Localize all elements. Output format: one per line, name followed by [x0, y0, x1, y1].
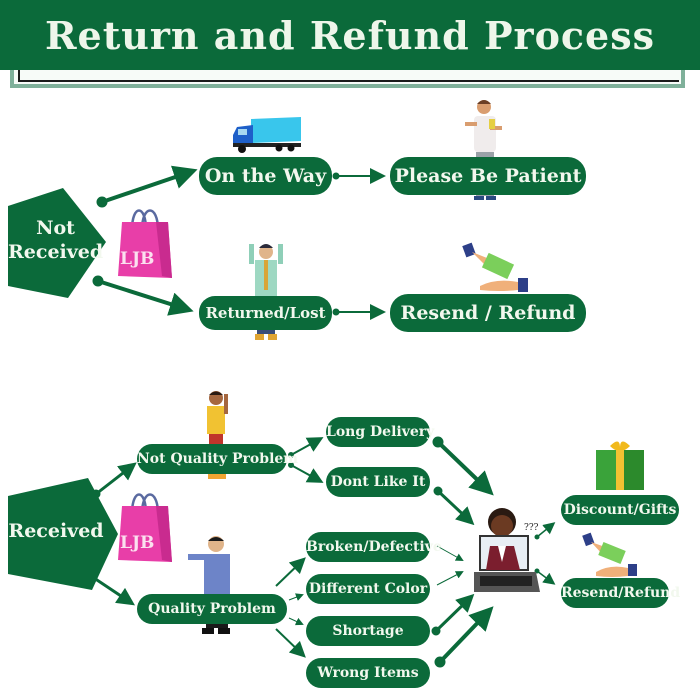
please-be-patient-node: Please Be Patient	[390, 157, 586, 195]
arrow-to-dont-like-it	[290, 464, 324, 483]
shopping-bag-icon: LJB	[118, 493, 172, 562]
dont-like-it-node: Dont Like It	[326, 467, 430, 497]
arrow-agent-to-discount	[536, 522, 556, 538]
arrow-long-delivery-to-agent	[436, 440, 494, 496]
arrow-shortage-to-agent	[434, 593, 475, 633]
arrow-to-long-delivery	[290, 437, 324, 456]
received-node-shape	[8, 478, 118, 590]
broken-defective-node: Broken/Defective	[306, 532, 442, 562]
truck-icon	[233, 117, 301, 153]
arrow-to-wrong-items	[275, 628, 306, 658]
arrow-color-to-agent	[436, 571, 464, 586]
arrow-dont-like-to-agent	[436, 489, 475, 526]
arrow-to-quality	[90, 574, 135, 606]
arrow-to-shortage	[288, 617, 304, 626]
header-frame	[10, 70, 685, 88]
arrow-broken-to-agent	[436, 545, 464, 561]
gift-box-icon	[596, 441, 644, 490]
not-quality-problem-node: Not Quality Problem	[137, 444, 298, 474]
resend-refund-node: Resend / Refund	[390, 294, 586, 332]
arrow-to-not-quality	[95, 462, 137, 496]
arrow-to-different-color	[288, 593, 304, 601]
received-node: Received	[8, 520, 104, 542]
arrow-to-returned-lost	[97, 279, 194, 316]
long-delivery-node: Long Delivery	[326, 417, 434, 447]
discount-gifts-node: Discount/Gifts	[561, 495, 679, 525]
bag-label: LJB	[120, 249, 154, 269]
header-banner: Return and Refund Process	[0, 0, 700, 70]
different-color-node: Different Color	[306, 574, 430, 604]
support-bubble: ???	[524, 523, 539, 533]
not-received-node: Not Received	[8, 216, 103, 264]
page-title: Return and Refund Process	[44, 13, 656, 58]
money-handoff-icon	[582, 532, 637, 577]
arrow-to-on-the-way	[101, 165, 198, 204]
resend-refund-outcome-node: Resend/Refund	[561, 578, 680, 608]
arrow-agent-to-resend	[536, 570, 556, 585]
shopping-bag-icon: LJB	[118, 209, 172, 278]
quality-problem-node: Quality Problem	[137, 594, 287, 624]
shortage-node: Shortage	[306, 616, 430, 646]
returned-lost-node: Returned/Lost	[199, 296, 332, 330]
on-the-way-node: On the Way	[199, 157, 332, 195]
not-received-label-line1: Not	[36, 217, 75, 239]
arrow-to-broken	[275, 557, 306, 587]
not-received-label-line2: Received	[8, 241, 104, 263]
wrong-items-node: Wrong Items	[306, 658, 430, 688]
money-handoff-icon	[462, 242, 528, 292]
arrow-wrong-items-to-agent	[438, 606, 494, 664]
not-received-node-shape	[8, 188, 106, 298]
support-agent-laptop-icon: ???	[474, 508, 540, 592]
bag-label: LJB	[120, 533, 154, 553]
